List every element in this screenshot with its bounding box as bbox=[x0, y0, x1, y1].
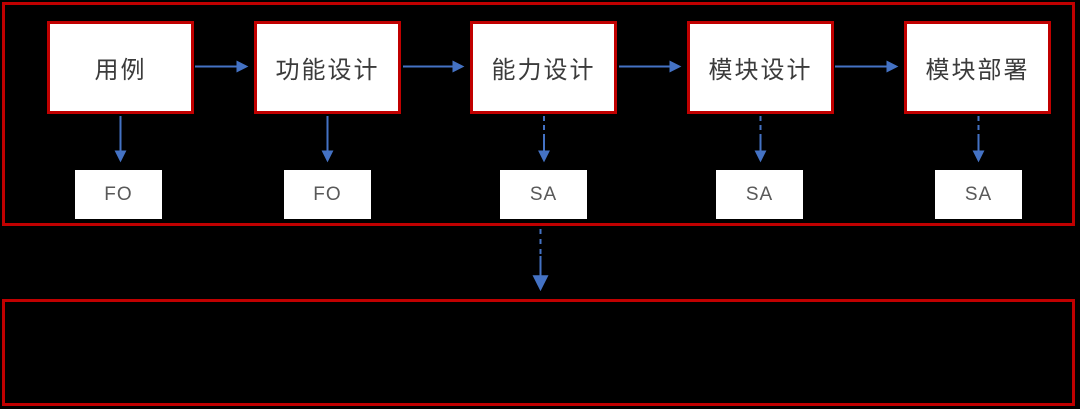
tag-module-deployment: SA bbox=[935, 170, 1022, 219]
stage-capability-design: 能力设计 bbox=[470, 21, 617, 114]
tag-use-case: FO bbox=[75, 170, 162, 219]
stage-module-design-label: 模块设计 bbox=[708, 57, 813, 84]
stage-functional-design: 功能设计 bbox=[254, 21, 401, 114]
tag-module-design-label: SA bbox=[745, 183, 774, 205]
tag-functional-design: FO bbox=[284, 170, 371, 219]
tag-use-case-label: FO bbox=[104, 183, 133, 205]
tag-capability-design-label: SA bbox=[529, 183, 558, 205]
pipeline-frame bbox=[2, 2, 1075, 226]
detail-frame bbox=[2, 299, 1075, 406]
stage-use-case: 用例 bbox=[47, 21, 194, 114]
tag-module-deployment-label: SA bbox=[964, 183, 993, 205]
stage-module-design: 模块设计 bbox=[687, 21, 834, 114]
tag-functional-design-label: FO bbox=[313, 183, 342, 205]
stage-module-deployment-label: 模块部署 bbox=[925, 57, 1030, 84]
tag-capability-design: SA bbox=[500, 170, 587, 219]
stage-module-deployment: 模块部署 bbox=[904, 21, 1051, 114]
stage-capability-design-label: 能力设计 bbox=[491, 57, 596, 84]
stage-use-case-label: 用例 bbox=[94, 57, 147, 84]
tag-module-design: SA bbox=[716, 170, 803, 219]
stage-functional-design-label: 功能设计 bbox=[275, 57, 380, 84]
